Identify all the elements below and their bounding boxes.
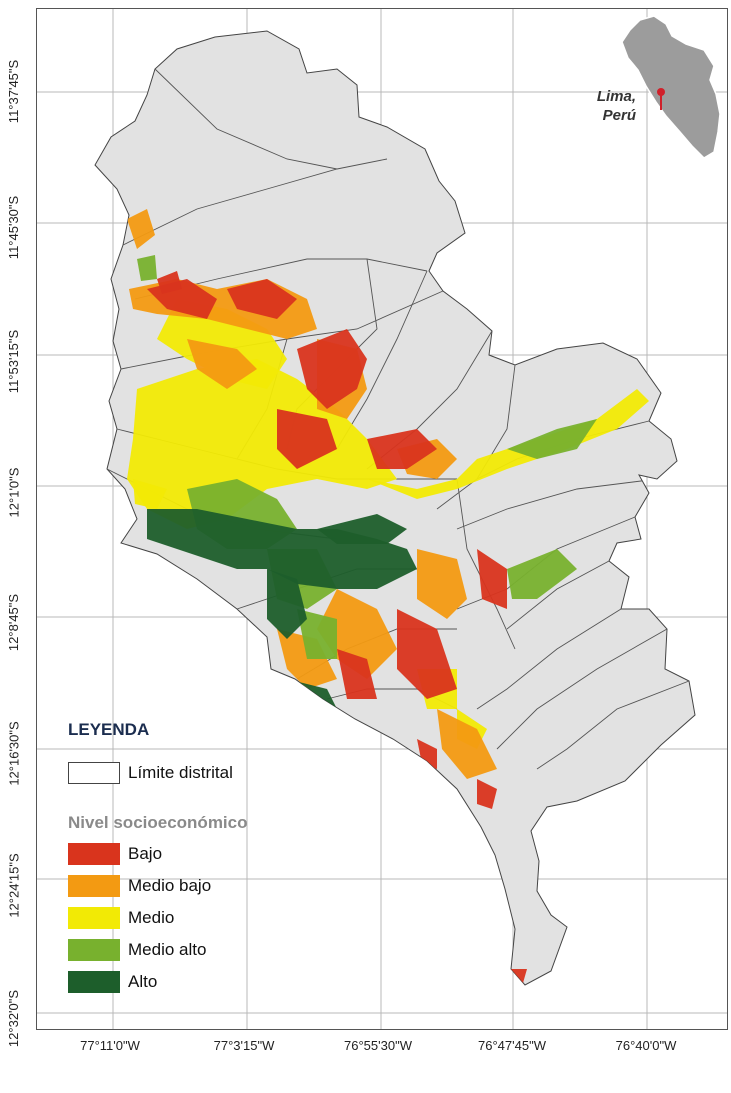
zone-medio: [367, 389, 649, 499]
socioeconomic-zones: [127, 209, 649, 983]
lat-label-2: 11°45'30"S: [6, 195, 22, 259]
district-boundary-line: [506, 560, 610, 630]
inset-label-line2: Perú: [602, 107, 636, 124]
legend-row-medio-bajo: Medio bajo: [68, 875, 211, 897]
zone-bajo: [477, 549, 507, 609]
district-boundary-line: [536, 680, 690, 770]
zone-medio-bajo: [127, 209, 155, 249]
inset-label: Lima, Perú: [584, 87, 636, 125]
zone-alto: [317, 514, 407, 544]
lon-label-1: 77°11'0"W: [80, 1038, 140, 1053]
legend-row-medio-alto: Medio alto: [68, 939, 206, 961]
zone-medio-alto: [507, 419, 597, 459]
district-boundary-line: [496, 628, 668, 750]
lon-label-3: 76°55'30"W: [344, 1038, 412, 1053]
legend-label: Medio alto: [128, 940, 207, 959]
lat-label-8: 12°32'0"S: [6, 989, 22, 1047]
legend-swatch: [68, 971, 120, 993]
boundary-swatch: [68, 762, 120, 784]
legend-swatch: [68, 843, 120, 865]
boundary-label: Límite distrital: [128, 763, 233, 782]
zone-alto: [147, 509, 417, 589]
location-pin-icon: [657, 88, 665, 96]
lat-label-7: 12°24'15"S: [6, 852, 22, 918]
legend-subtitle: Nivel socioeconómico: [68, 813, 248, 832]
zone-medio: [127, 359, 397, 529]
zone-bajo: [337, 649, 377, 699]
legend-label: Medio: [128, 908, 175, 927]
zone-medio-bajo: [417, 549, 467, 619]
district-boundary-line: [456, 478, 658, 530]
lon-label-4: 76°47'45"W: [478, 1038, 546, 1053]
legend-row-boundary: Límite distrital: [68, 762, 233, 784]
zone-bajo: [227, 279, 297, 319]
legend-swatch: [68, 939, 120, 961]
zone-bajo: [297, 329, 367, 409]
lat-label-6: 12°16'30"S: [6, 720, 22, 786]
district-boundary-line: [154, 68, 338, 170]
zone-alto: [267, 569, 307, 639]
zone-bajo: [397, 609, 457, 699]
zone-medio-alto: [507, 549, 577, 599]
inset-label-line1: Lima,: [596, 88, 636, 105]
district-boundary-line: [476, 608, 622, 710]
legend-row-alto: Alto: [68, 971, 157, 993]
lat-label-3: 11°53'15"S: [6, 329, 22, 393]
legend-label: Bajo: [128, 844, 163, 863]
legend-swatch: [68, 875, 120, 897]
zone-medio-bajo: [187, 339, 257, 389]
lon-label-5: 76°40'0"W: [615, 1038, 677, 1053]
lat-label-4: 12°1'0"S: [6, 467, 22, 517]
legend-label: Medio bajo: [128, 876, 212, 895]
zone-medio-bajo: [437, 709, 497, 779]
district-boundary-line: [122, 158, 388, 246]
peru-outline: [621, 15, 721, 159]
lat-label-1: 11°37'45"S: [6, 59, 22, 123]
legend-label: Alto: [128, 972, 158, 991]
legend-swatch: [68, 907, 120, 929]
lat-label-5: 12°8'45"S: [6, 593, 22, 651]
legend-title: LEYENDA: [68, 720, 150, 739]
zone-medio-alto: [297, 609, 337, 659]
legend-row-bajo: Bajo: [68, 843, 162, 865]
zone-bajo: [367, 429, 437, 469]
lon-label-2: 77°3'15"W: [213, 1038, 275, 1053]
map-frame: [36, 8, 728, 1030]
zone-medio: [133, 479, 167, 509]
peru-locator-map: [621, 15, 721, 159]
zone-medio-alto: [137, 255, 157, 281]
zone-bajo: [157, 271, 182, 294]
legend-row-medio: Medio: [68, 907, 174, 929]
zone-bajo: [277, 409, 337, 469]
metropolitan-area-land: [94, 30, 696, 986]
zone-bajo: [477, 779, 497, 809]
